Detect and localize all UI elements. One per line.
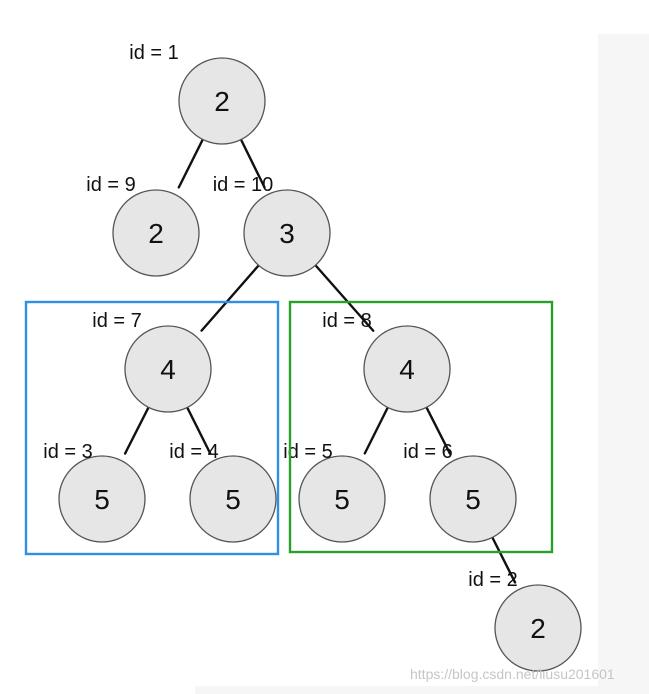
background-strip — [195, 686, 649, 694]
edge-n7-n4 — [185, 404, 212, 455]
node-value: 5 — [465, 484, 481, 515]
node-id-label: id = 6 — [403, 441, 452, 463]
tree-node-n3: 5id = 3 — [43, 441, 146, 543]
node-circle — [112, 189, 200, 277]
watermark-text: https://blog.csdn.net/liusu201601 — [410, 666, 615, 682]
edge-n1-n10 — [238, 136, 266, 189]
edge-n7-n3 — [123, 404, 151, 455]
left-subtree-box — [24, 300, 280, 556]
tree-node-n2: 2 id = 2 — [468, 569, 582, 672]
node-id-label: id = 7 — [92, 310, 141, 332]
tree-node-n6: 5 id = 6 — [403, 441, 517, 543]
tree-node-n10: 3id = 10 — [213, 174, 331, 277]
node-value: 5 — [334, 484, 350, 515]
background-panel — [598, 34, 649, 694]
node-circle — [58, 455, 146, 543]
edge-n6-n2 — [490, 534, 517, 584]
right-subtree-box — [288, 300, 554, 554]
node-id-label: id = 8 — [322, 310, 371, 332]
edge-n10-n8 — [312, 262, 375, 332]
node-value: 2 — [148, 218, 164, 249]
edge-n8-n5 — [363, 404, 390, 455]
node-circle — [298, 455, 386, 543]
node-value: 2 — [530, 613, 546, 644]
node-circle — [494, 584, 582, 672]
node-value: 5 — [94, 484, 110, 515]
node-circle — [124, 325, 212, 413]
node-id-label: id = 9 — [86, 174, 135, 196]
node-circle — [363, 325, 451, 413]
tree-node-n8: 4 id = 8 — [322, 310, 451, 413]
node-value: 4 — [160, 354, 176, 385]
tree-node-n1: 2 id = 1 — [129, 42, 266, 145]
node-id-label: id = 1 — [129, 42, 178, 64]
node-id-label: id = 10 — [213, 174, 274, 196]
node-value: 4 — [399, 354, 415, 385]
node-id-label: id = 5 — [283, 441, 332, 463]
tree-node-n9: 2 id = 9 — [86, 174, 200, 277]
node-value: 2 — [214, 86, 230, 117]
edge-n8-n6 — [424, 404, 452, 455]
edge-n10-n7 — [200, 262, 262, 332]
node-value: 3 — [279, 218, 295, 249]
tree-node-n7: 4 id = 7 — [92, 310, 212, 413]
tree-node-n4: 5 id = 4 — [169, 441, 277, 543]
node-id-label: id = 4 — [169, 441, 218, 463]
node-value: 5 — [225, 484, 241, 515]
node-circle — [189, 455, 277, 543]
edge-n1-n9 — [177, 136, 205, 189]
node-id-label: id = 3 — [43, 441, 92, 463]
tree-node-n5: 5id = 5 — [283, 441, 386, 543]
node-circle — [178, 57, 266, 145]
node-id-label: id = 2 — [468, 569, 517, 591]
node-circle — [429, 455, 517, 543]
node-circle — [243, 189, 331, 277]
